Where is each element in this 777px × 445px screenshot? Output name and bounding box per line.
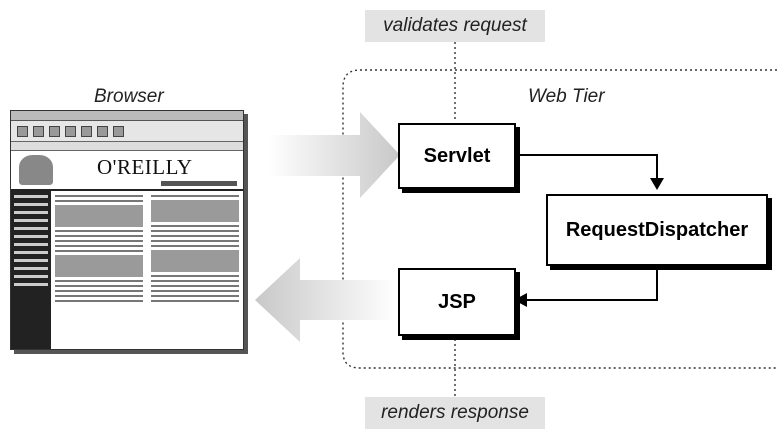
dispatcher-to-jsp-arrowhead bbox=[514, 293, 527, 307]
browser-page-sidebar bbox=[11, 191, 51, 349]
renders-response-label: renders response bbox=[365, 397, 545, 429]
servlet-box: Servlet bbox=[398, 123, 516, 189]
home-icon bbox=[65, 125, 76, 137]
validates-request-label: validates request bbox=[365, 10, 545, 42]
browser-page-column-2 bbox=[147, 191, 243, 349]
request-arrow bbox=[268, 112, 400, 198]
web-tier-boundary bbox=[342, 69, 777, 369]
jsp-box: JSP bbox=[398, 268, 516, 336]
web-tier-label: Web Tier bbox=[528, 86, 605, 107]
browser-page-body bbox=[11, 191, 243, 349]
dispatcher-to-jsp-line bbox=[525, 264, 658, 301]
print-icon bbox=[97, 125, 108, 137]
browser-label: Browser bbox=[94, 86, 164, 107]
reload-icon bbox=[49, 125, 60, 137]
browser-page-searchbar bbox=[161, 181, 237, 186]
servlet-to-dispatcher-line bbox=[514, 154, 658, 180]
stop-icon bbox=[113, 125, 124, 137]
browser-toolbar bbox=[11, 121, 243, 142]
back-icon bbox=[17, 125, 28, 137]
browser-page-header: O'REILLY bbox=[11, 151, 243, 191]
oreilly-logo: O'REILLY bbox=[97, 155, 193, 179]
forward-icon bbox=[33, 125, 44, 137]
browser-window-thumbnail: O'REILLY bbox=[10, 110, 244, 350]
browser-titlebar bbox=[11, 111, 243, 121]
response-arrow bbox=[255, 258, 397, 342]
request-dispatcher-box: RequestDispatcher bbox=[546, 194, 768, 266]
animal-logo-icon bbox=[19, 155, 53, 185]
search-icon bbox=[81, 125, 92, 137]
servlet-to-dispatcher-arrowhead bbox=[650, 178, 664, 190]
browser-address-bar bbox=[11, 142, 243, 151]
browser-page-column-1 bbox=[51, 191, 147, 349]
